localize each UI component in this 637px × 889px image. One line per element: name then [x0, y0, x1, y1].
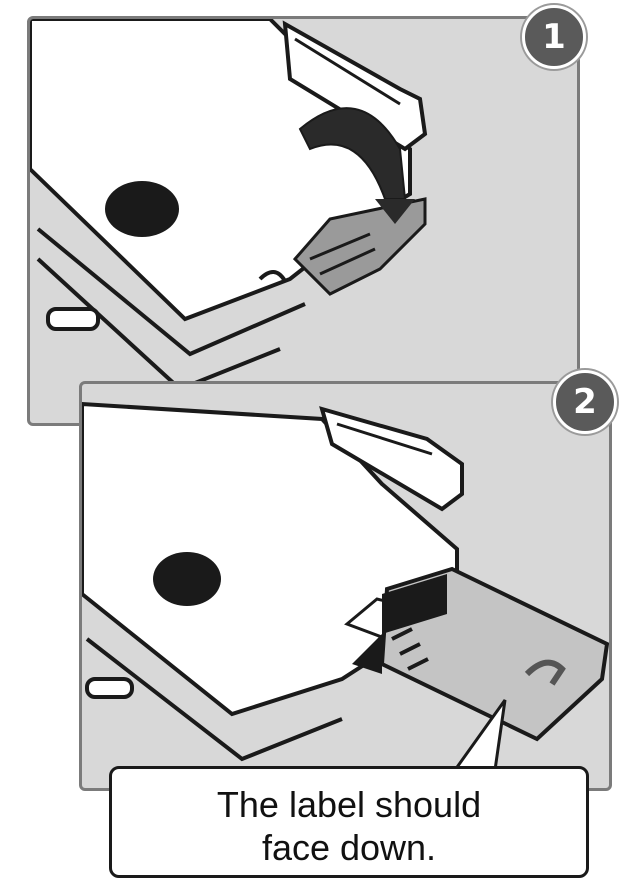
step-1-panel — [27, 16, 580, 426]
step-1-badge: 1 — [522, 5, 586, 69]
callout-text: The label should face down. — [112, 783, 586, 869]
step-2-badge: 2 — [553, 370, 617, 434]
sd-card-insert-icon — [82, 384, 612, 791]
callout-line-2: face down. — [112, 826, 586, 869]
console-slot-cover-open-icon — [30, 19, 580, 426]
label-direction-callout: The label should face down. — [109, 766, 589, 878]
callout-line-1: The label should — [112, 783, 586, 826]
step-2-panel — [79, 381, 612, 791]
